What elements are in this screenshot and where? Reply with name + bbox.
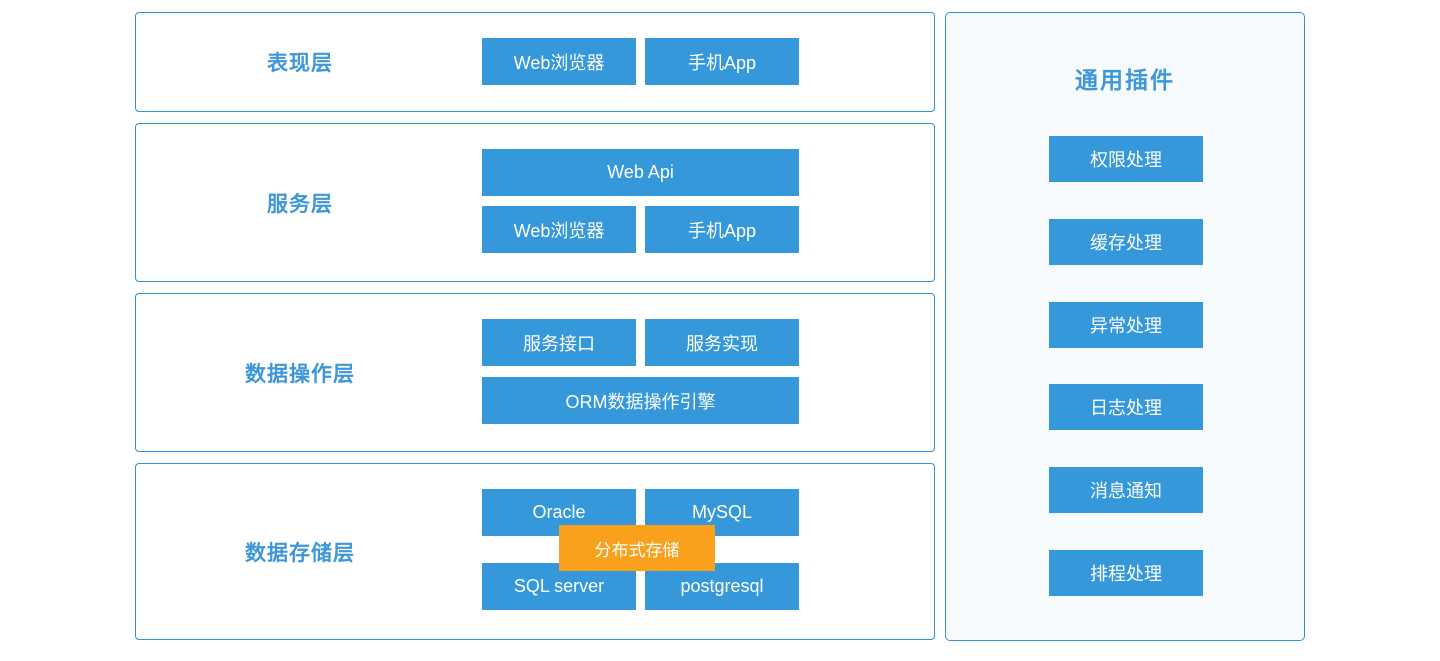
layer-label-service: 服务层 (267, 192, 333, 216)
node-cache-handling: 缓存处理 (1049, 219, 1203, 265)
layer-label-presentation: 表现层 (267, 52, 333, 75)
node-sql-server: SQL server (482, 563, 636, 610)
layer-data-operation: 数据操作层 服务接口 服务实现 ORM数据操作引擎 (135, 293, 935, 452)
plugins-panel-title: 通用插件 (1075, 67, 1175, 93)
node-service-interface: 服务接口 (482, 319, 636, 366)
node-exception-handling: 异常处理 (1049, 302, 1203, 348)
node-log-handling: 日志处理 (1049, 384, 1203, 430)
node-orm-engine: ORM数据操作引擎 (482, 377, 799, 424)
node-web-browser: Web浏览器 (482, 206, 636, 253)
node-distributed-storage: 分布式存储 (559, 525, 715, 571)
layer-presentation: 表现层 Web浏览器 手机App (135, 12, 935, 112)
node-service-implementation: 服务实现 (645, 319, 799, 366)
layer-label-data-operation: 数据操作层 (245, 362, 355, 386)
node-permission-handling: 权限处理 (1049, 136, 1203, 182)
layer-data-storage: 数据存储层 Oracle MySQL SQL server postgresql… (135, 463, 935, 640)
layer-label-data-storage: 数据存储层 (245, 541, 355, 565)
node-postgresql: postgresql (645, 563, 799, 610)
node-web-browser: Web浏览器 (482, 38, 636, 85)
node-web-api: Web Api (482, 149, 799, 196)
node-schedule-handling: 排程处理 (1049, 550, 1203, 596)
node-mobile-app: 手机App (645, 206, 799, 253)
plugins-panel: 通用插件 权限处理 缓存处理 异常处理 日志处理 消息通知 排程处理 (945, 12, 1305, 641)
node-mobile-app: 手机App (645, 38, 799, 85)
node-message-notification: 消息通知 (1049, 467, 1203, 513)
layer-service: 服务层 Web Api Web浏览器 手机App (135, 123, 935, 282)
